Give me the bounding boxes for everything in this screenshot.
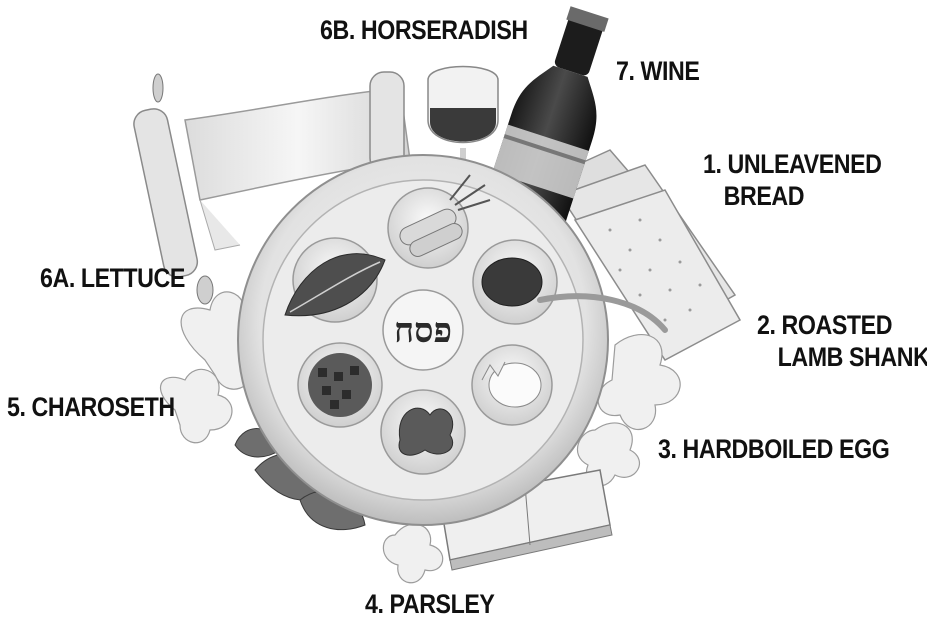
label-charoseth: 5. CHAROSETH <box>7 391 175 423</box>
label-roasted-lamb-shank-line1: 2. ROASTED <box>757 309 927 341</box>
center-text: פסח <box>394 311 452 351</box>
label-hardboiled-egg: 3. HARDBOILED EGG <box>658 433 889 465</box>
center-medallion: פסח <box>383 290 463 370</box>
label-unleavened-bread-line1: 1. UNLEAVENED <box>703 148 881 180</box>
label-roasted-lamb-shank: 2. ROASTED LAMB SHANK <box>757 309 927 373</box>
label-roasted-lamb-shank-line2: LAMB SHANK <box>757 341 927 373</box>
label-horseradish: 6B. HORSERADISH <box>320 14 528 46</box>
label-lettuce: 6A. LETTUCE <box>40 262 185 294</box>
egg-bowl <box>472 345 552 425</box>
label-unleavened-bread: 1. UNLEAVENED BREAD <box>703 148 881 212</box>
charoseth-bowl <box>298 343 382 427</box>
parsley-bowl <box>381 390 465 474</box>
label-parsley: 4. PARSLEY <box>365 588 494 620</box>
label-wine: 7. WINE <box>616 55 699 87</box>
label-unleavened-bread-line2: BREAD <box>703 180 881 212</box>
